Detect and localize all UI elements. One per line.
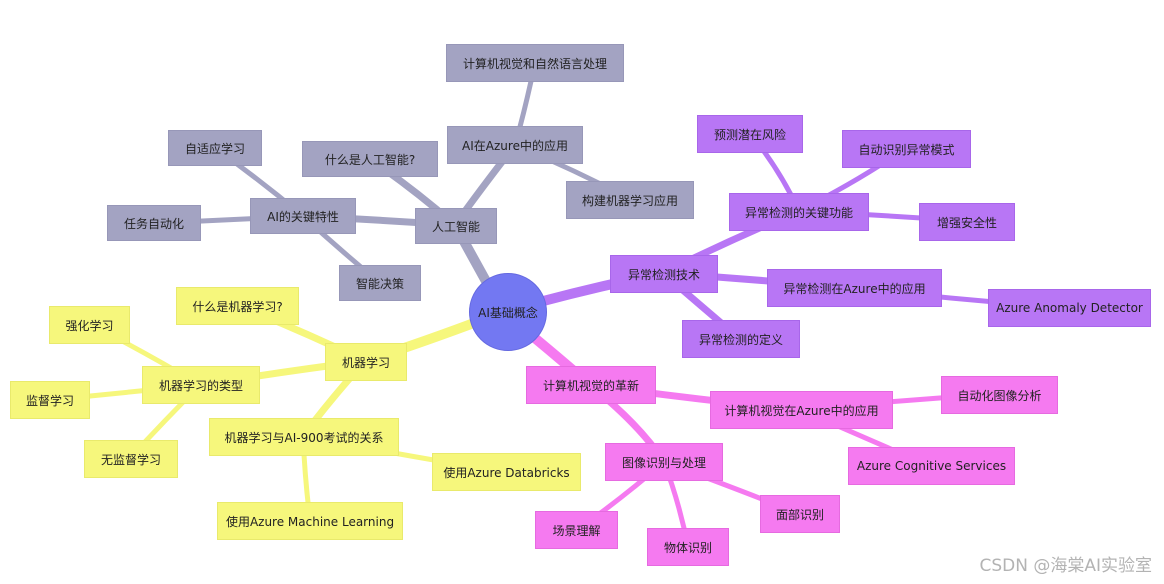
node-adaptive-learning[interactable]: 自适应学习 xyxy=(168,130,262,166)
node-anomaly-azure-apps[interactable]: 异常检测在Azure中的应用 xyxy=(767,269,942,307)
node-anomaly-definition[interactable]: 异常检测的定义 xyxy=(682,320,800,358)
node-ai-traits[interactable]: AI的关键特性 xyxy=(250,198,356,234)
node-ai-azure-apps[interactable]: AI在Azure中的应用 xyxy=(447,126,583,164)
node-ai[interactable]: 人工智能 xyxy=(415,208,497,244)
node-reinforcement[interactable]: 强化学习 xyxy=(49,306,130,344)
node-cognitive-services[interactable]: Azure Cognitive Services xyxy=(848,447,1015,485)
node-build-ml-apps[interactable]: 构建机器学习应用 xyxy=(566,181,694,219)
node-ml-exam[interactable]: 机器学习与AI-900考试的关系 xyxy=(209,418,399,456)
root-node[interactable]: AI基础概念 xyxy=(469,273,547,351)
watermark: CSDN @海棠AI实验室 xyxy=(979,556,1152,576)
node-ml-types[interactable]: 机器学习的类型 xyxy=(142,366,260,404)
node-cv-azure-apps[interactable]: 计算机视觉在Azure中的应用 xyxy=(710,391,893,429)
node-auto-identify[interactable]: 自动识别异常模式 xyxy=(842,130,971,168)
node-image-recognition[interactable]: 图像识别与处理 xyxy=(605,443,723,481)
node-predict-risk[interactable]: 预测潜在风险 xyxy=(697,115,803,153)
node-ai-what-is[interactable]: 什么是人工智能? xyxy=(302,141,438,177)
node-anomaly-functions[interactable]: 异常检测的关键功能 xyxy=(729,193,869,231)
node-task-automation[interactable]: 任务自动化 xyxy=(107,205,201,241)
node-databricks[interactable]: 使用Azure Databricks xyxy=(432,453,581,491)
node-auto-image-analysis[interactable]: 自动化图像分析 xyxy=(941,376,1058,414)
node-ml[interactable]: 机器学习 xyxy=(325,343,407,381)
node-cv-nlp[interactable]: 计算机视觉和自然语言处理 xyxy=(446,44,624,82)
node-supervised[interactable]: 监督学习 xyxy=(10,381,90,419)
node-anomaly[interactable]: 异常检测技术 xyxy=(610,255,718,293)
node-face-recognition[interactable]: 面部识别 xyxy=(760,495,840,533)
node-scene-understanding[interactable]: 场景理解 xyxy=(535,511,618,549)
node-smart-decision[interactable]: 智能决策 xyxy=(339,265,421,301)
node-ml-what-is[interactable]: 什么是机器学习? xyxy=(176,287,299,325)
node-unsupervised[interactable]: 无监督学习 xyxy=(84,440,178,478)
node-security[interactable]: 增强安全性 xyxy=(919,203,1015,241)
node-anomaly-detector[interactable]: Azure Anomaly Detector xyxy=(988,289,1151,327)
node-object-recognition[interactable]: 物体识别 xyxy=(647,528,729,566)
node-cv[interactable]: 计算机视觉的革新 xyxy=(526,366,656,404)
node-azure-ml[interactable]: 使用Azure Machine Learning xyxy=(217,502,403,540)
